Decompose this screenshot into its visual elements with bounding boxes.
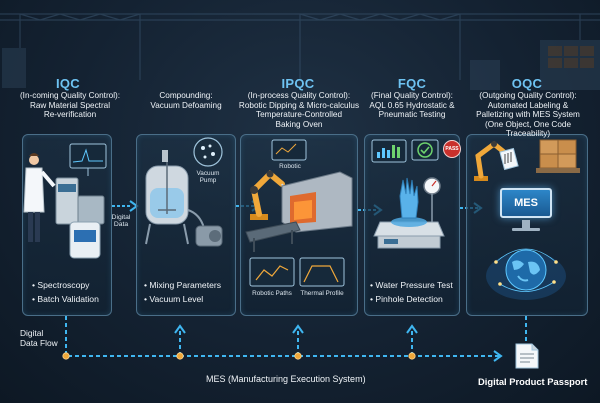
compounding-bullet-1: • Mixing Parameters bbox=[144, 280, 222, 290]
pass-badge: PASS bbox=[443, 140, 461, 158]
fqc-title: FQC bbox=[397, 76, 427, 91]
iqc-bullet-2: • Batch Validation bbox=[32, 294, 99, 304]
robotic-label: Robotic bbox=[279, 163, 301, 170]
fqc-bullet-2: • Pinhole Detection bbox=[370, 294, 443, 304]
oqc-description: (Outgoing Quality Control): Automated La… bbox=[476, 91, 580, 139]
ipqc-title: IPQC bbox=[281, 76, 315, 91]
iqc-bullet-1: • Spectroscopy bbox=[32, 280, 90, 290]
compounding-panel bbox=[136, 134, 236, 316]
compounding-bullet-2: • Vacuum Level bbox=[144, 294, 204, 304]
mes-computer-screen: MES bbox=[500, 188, 552, 218]
fqc-bullet-1: • Water Pressure Test bbox=[370, 280, 453, 290]
compounding-description: Compounding: Vacuum Defoaming bbox=[150, 91, 222, 110]
digital-data-flow-label: Digital Data Flow bbox=[20, 328, 58, 348]
oqc-title: OQC bbox=[511, 76, 543, 91]
digital-data-label: Digital Data bbox=[111, 214, 131, 228]
mes-system-label: MES (Manufacturing Execution System) bbox=[206, 374, 366, 384]
factory-background bbox=[0, 13, 600, 90]
thermal-profile-label: Thermal Profile bbox=[300, 290, 344, 297]
fqc-description: (Final Quality Control): AQL 0.65 Hydros… bbox=[369, 91, 455, 120]
robotic-paths-label: Robotic Paths bbox=[252, 290, 292, 297]
vacuum-pump-label: Vacuum Pump bbox=[196, 170, 220, 184]
ipqc-description: (In-process Quality Control): Robotic Di… bbox=[238, 91, 360, 129]
digital-product-passport-label: Digital Product Passport bbox=[478, 376, 588, 387]
iqc-title: IQC bbox=[55, 76, 80, 91]
iqc-description: (In-coming Quality Control): Raw Materia… bbox=[19, 91, 121, 120]
